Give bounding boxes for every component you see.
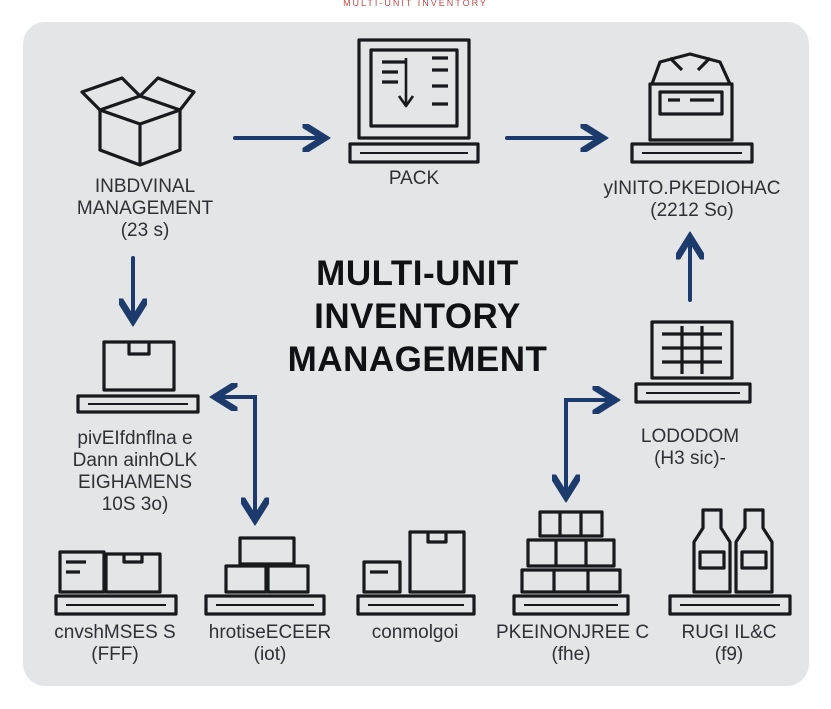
node-individual-line2: MANAGEMENT bbox=[76, 198, 214, 219]
node-bottom5-label: RUGI IL&C (f9) bbox=[664, 622, 794, 666]
crate-terminal-icon bbox=[634, 320, 752, 404]
node-bottom4-line2: (fhe) bbox=[551, 644, 591, 665]
node-individual-label: INBDVINAL MANAGEMENT (23 s) bbox=[50, 176, 240, 242]
node-bottom4-label: PKEINONJREE C (fhe) bbox=[496, 622, 650, 666]
node-bottom1-line2: (FFF) bbox=[91, 644, 139, 665]
node-bottom2-line1: hrotiseECEER bbox=[208, 622, 332, 643]
node-right-mid-line1: LODODOM bbox=[640, 426, 740, 447]
node-bottom4-line1: PKEINONJREE C bbox=[496, 622, 650, 643]
title-line-1: MULTI-UNIT bbox=[316, 254, 519, 293]
node-left-mid-line3: EIGHAMENS bbox=[77, 472, 193, 493]
arrow-left-bend bbox=[218, 397, 257, 517]
node-top-right-line1: yINITO.PKEDIOHAC bbox=[603, 178, 781, 199]
node-left-mid-line4: 10S 3o) bbox=[101, 494, 169, 515]
pack-station-icon bbox=[348, 38, 480, 164]
node-top-right-label: yINITO.PKEDIOHAC (2212 So) bbox=[582, 178, 802, 222]
node-bottom5-line1: RUGI IL&C bbox=[681, 622, 777, 643]
node-bottom3-label: conmolgoi bbox=[350, 622, 480, 644]
bottles-pallet-icon bbox=[668, 508, 792, 616]
mixed-boxes-pallet-icon bbox=[356, 530, 476, 616]
node-top-right-line2: (2212 So) bbox=[650, 200, 734, 221]
title-line-2: INVENTORY bbox=[314, 297, 521, 336]
box-stack-pallet-icon bbox=[512, 510, 630, 616]
node-bottom1-label: cnvshMSES S (FFF) bbox=[40, 622, 190, 666]
packing-machine-icon bbox=[630, 52, 754, 164]
node-individual-line3: (23 s) bbox=[120, 220, 170, 241]
diagram-title: MULTI-UNIT INVENTORY MANAGEMENT bbox=[240, 252, 595, 381]
open-box-icon bbox=[80, 76, 196, 167]
node-bottom1-line1: cnvshMSES S bbox=[54, 622, 176, 643]
node-left-mid-line2: Dann ainhOLK bbox=[72, 450, 198, 471]
node-left-mid-line1: pivEIfdnflna e bbox=[77, 428, 193, 449]
diagram-panel bbox=[23, 22, 809, 686]
box-on-pallet-icon bbox=[76, 340, 200, 414]
node-bottom2-line2: (iot) bbox=[253, 644, 287, 665]
node-individual-line1: INBDVINAL bbox=[94, 176, 196, 197]
two-boxes-pallet-icon bbox=[54, 550, 178, 616]
node-bottom2-label: hrotiseECEER (iot) bbox=[196, 622, 344, 666]
node-right-mid-label: LODODOM (H3 sic)- bbox=[620, 426, 760, 470]
flow-arrows bbox=[133, 138, 690, 517]
node-bottom3-line1: conmolgoi bbox=[371, 622, 459, 643]
node-pack-label: PACK bbox=[364, 168, 464, 190]
stacked-boxes-pallet-icon bbox=[204, 536, 326, 616]
node-pack-line1: PACK bbox=[388, 168, 440, 189]
node-left-mid-label: pivEIfdnflna e Dann ainhOLK EIGHAMENS 10… bbox=[50, 428, 220, 516]
arrow-right-bend bbox=[564, 400, 612, 492]
node-bottom5-line2: (f9) bbox=[714, 644, 744, 665]
node-right-mid-line2: (H3 sic)- bbox=[654, 448, 726, 469]
top-cropped-text: MULTI-UNIT INVENTORY bbox=[343, 0, 488, 6]
title-line-3: MANAGEMENT bbox=[287, 340, 548, 379]
